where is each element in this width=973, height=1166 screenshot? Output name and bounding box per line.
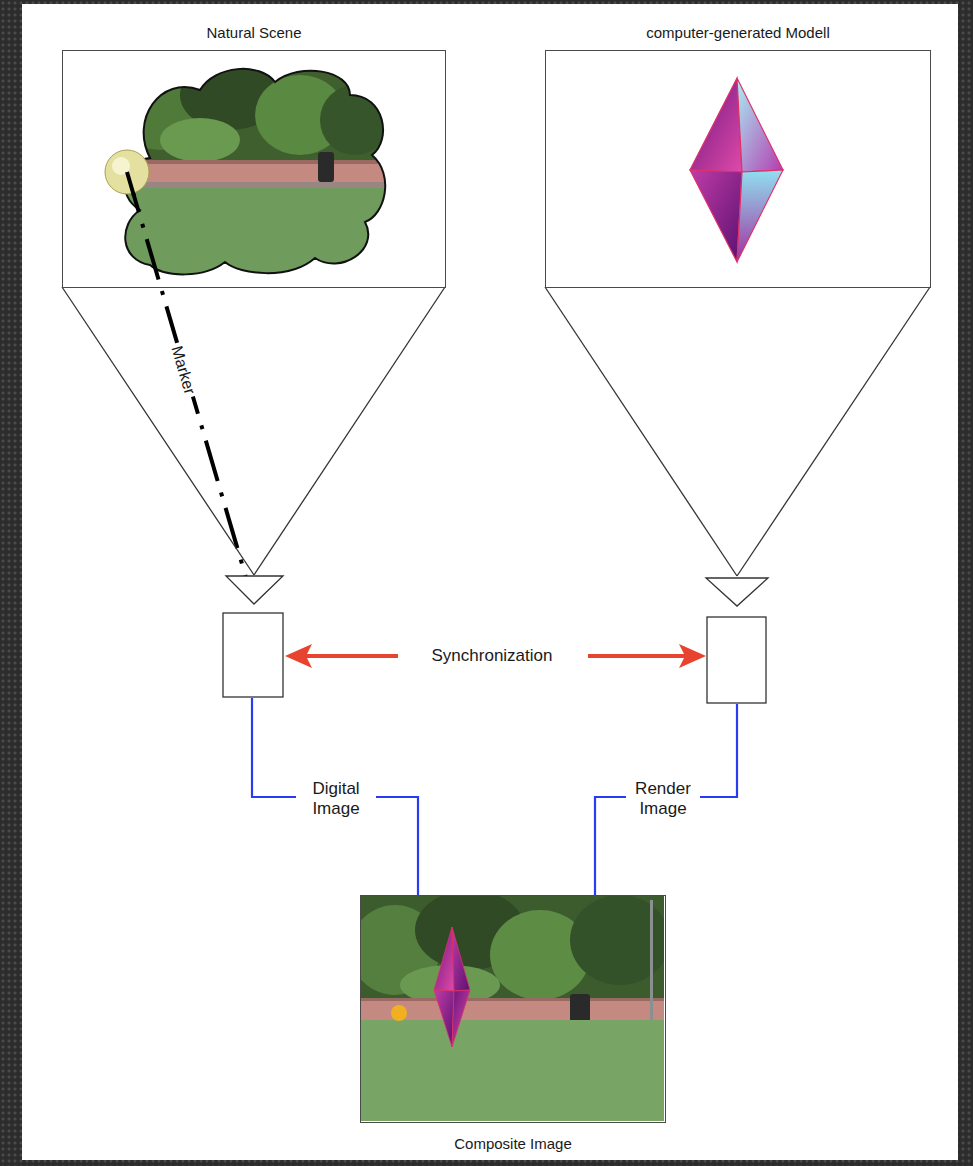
image-frame: Natural Scene [62, 50, 446, 288]
octahedron-model [690, 78, 783, 262]
scene-outline [125, 69, 386, 275]
marker-label: Marker [165, 340, 200, 399]
wire-label: Render Image [627, 778, 699, 819]
camera-symbol [223, 576, 768, 703]
image-frame: Composite Image [360, 895, 666, 1123]
sync-label: Synchronization [429, 645, 556, 667]
frame-heading: computer-generated Modell [506, 24, 970, 41]
composite-photo [361, 896, 664, 1121]
view-frustum [62, 287, 930, 576]
scene-photo [110, 55, 400, 282]
image-frame: computer-generated Modell [545, 50, 931, 288]
marker-line [127, 172, 252, 598]
image-wire [252, 698, 737, 895]
wire-label: Digital Image [300, 778, 372, 819]
frame-heading: Natural Scene [23, 24, 485, 41]
frame-heading: Composite Image [321, 1135, 705, 1152]
marker-line-start [127, 172, 134, 196]
sync-arrow [285, 644, 706, 668]
